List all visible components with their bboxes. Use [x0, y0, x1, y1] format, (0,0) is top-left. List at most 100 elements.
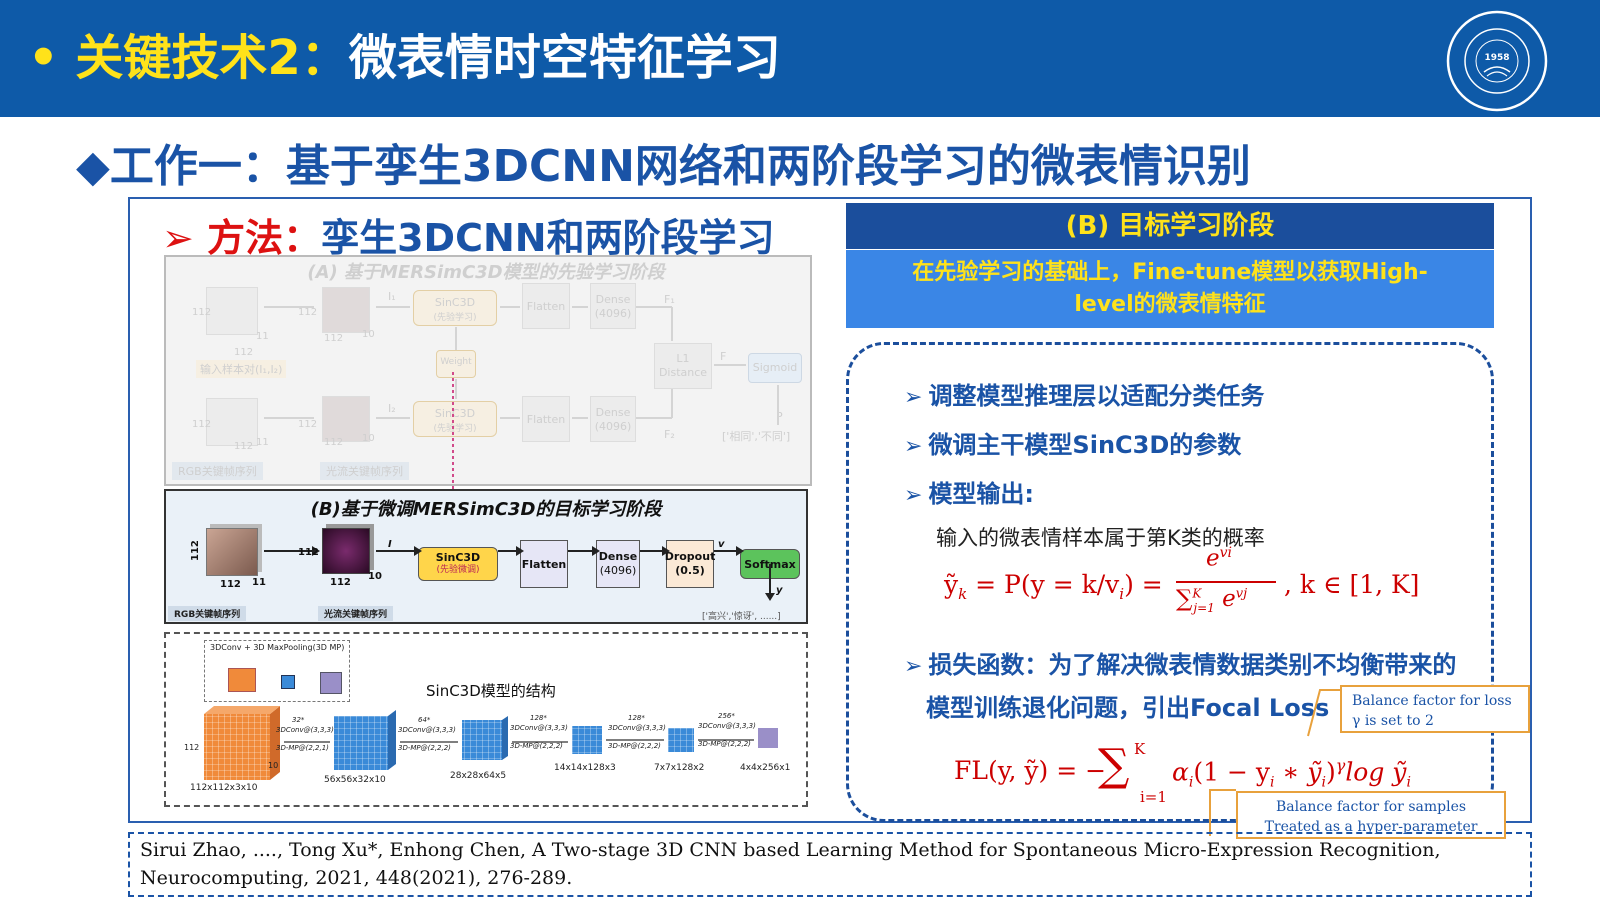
- f1-eq: ) =: [1124, 570, 1163, 599]
- panel-c-title: SinC3D模型的结构: [426, 682, 556, 700]
- f1-range: , k ∈ [1, K]: [1284, 570, 1420, 599]
- bullet-arrow-icon: ➢: [904, 483, 923, 508]
- subtitle-text: 基于孪生3DCNN网络和两阶段学习的微表情识别: [285, 141, 1251, 192]
- focal-loss-sum-bottom: i=1: [1140, 788, 1167, 806]
- main-content-box: [128, 197, 1532, 823]
- edge-10: 10: [268, 761, 278, 770]
- panel-a-dim11-bottom: 11: [256, 437, 269, 448]
- slide-title: • 关键技术2：微表情时空特征学习: [28, 18, 781, 88]
- bullet-arrow-icon: ➢: [904, 654, 923, 679]
- edge-112: 112: [184, 743, 199, 752]
- panel-a-dim112-top-w: 112: [234, 347, 253, 358]
- f1-den-esup: vj: [1235, 586, 1248, 602]
- subtitle-prefix: ◆工作一：: [76, 141, 286, 192]
- panel-b-dim112-flow-h: 112: [298, 547, 319, 558]
- size-label-5: 7x7x128x2: [654, 763, 704, 773]
- panel-b-flow-label: 光流关键帧序列: [318, 606, 394, 621]
- panel-b-sinc3d-sub: (先验微调): [436, 565, 480, 575]
- panel-b-v-label: v: [718, 539, 725, 550]
- panel-a-dense-top-sub: (4096): [594, 307, 632, 320]
- f1-den-e: e: [1214, 586, 1236, 612]
- panel-a-p-label: P: [776, 410, 783, 423]
- legend-purple-cube: [320, 672, 342, 694]
- f1-num-sup: vi: [1219, 545, 1233, 561]
- size-label-2: 56x56x32x10: [324, 775, 386, 785]
- description-line-2: level的微表情特征: [1074, 292, 1266, 317]
- panel-b-sinc3d-box: SinC3D (先验微调): [418, 547, 498, 581]
- conv-1: 3DConv@(3,3,3): [276, 726, 334, 734]
- panel-b-i-label: I: [388, 539, 392, 550]
- panel-a-f-label: F: [720, 350, 727, 363]
- panel-a-rgb-label: RGB关键帧序列: [172, 462, 263, 480]
- title-yellow: 关键技术2：: [75, 30, 349, 86]
- panel-a-dim112-flow-top-w: 112: [324, 333, 343, 344]
- panel-a-dim10-top: 10: [362, 329, 375, 340]
- panel-a-title: (A) 基于MERSimC3D模型的先验学习阶段: [307, 262, 665, 283]
- panel-b-y-label: y: [776, 585, 783, 596]
- panel-a-dense-bottom: [590, 396, 636, 442]
- bullet-4-text-b: 模型训练退化问题，引出Focal Loss: [926, 694, 1330, 722]
- f1-den-sum: ∑: [1176, 586, 1193, 612]
- panel-a-dim11-top: 11: [256, 331, 269, 342]
- panel-a-sinc3d-bottom-label: SinC3D: [434, 407, 476, 420]
- filter-1: 32*: [292, 716, 305, 724]
- method-text: 孪生3DCNN和两阶段学习: [321, 216, 775, 260]
- panel-a-flatten-bottom: [522, 396, 570, 442]
- mp-4: 3D-MP@(2,2,2): [608, 742, 661, 750]
- focal-loss-sum-top: K: [1134, 740, 1146, 758]
- fl-rest-sub: i: [1270, 774, 1275, 791]
- panel-a-flatten-top-label: Flatten: [526, 300, 566, 313]
- reference-citation: Sirui Zhao, ...., Tong Xu*, Enhong Chen,…: [128, 832, 1532, 897]
- callout-gamma-line-2: γ is set to 2: [1352, 713, 1434, 729]
- mp-3: 3D-MP@(2,2,2): [510, 742, 563, 750]
- panel-a-dim112-flow-top: 112: [298, 307, 317, 318]
- f1-fraction-bar: [1176, 581, 1276, 583]
- face-image-top: [206, 287, 258, 335]
- bullet-arrow-icon: ➢: [904, 434, 923, 459]
- f1-denominator: ∑Kj=1 evj: [1176, 586, 1247, 615]
- f1-mid: = P(y = k/v: [967, 570, 1120, 599]
- fl-log-sub: i: [1406, 774, 1411, 791]
- callout-gamma: Balance factor for loss γ is set to 2: [1340, 685, 1530, 733]
- target-stage-header: (B) 目标学习阶段: [846, 203, 1494, 249]
- filter-5: 256*: [718, 712, 735, 720]
- details-dashed-box: [846, 342, 1494, 822]
- f1-num-e: e: [1206, 545, 1220, 572]
- panel-a-sigmoid-label: Sigmoid: [752, 361, 798, 374]
- size-label-3: 28x28x64x5: [450, 771, 506, 781]
- panel-a-sigmoid-box: [748, 353, 802, 383]
- panel-a-sinc3d-bottom: [413, 401, 497, 437]
- fl-rest: (1 − y: [1193, 757, 1270, 787]
- title-bullet: •: [28, 30, 59, 86]
- panel-a-f1-label: F₁: [664, 293, 675, 306]
- panel-b-dense-sub: (4096): [599, 564, 637, 577]
- panel-a-dim112-bottom-w: 112: [234, 441, 253, 452]
- legend-box: [204, 640, 350, 702]
- f1-lhs: ỹ: [944, 570, 959, 599]
- panel-a-dim112-top: 112: [192, 307, 211, 318]
- callout-alpha-line-2: Treated as a hyper-parameter: [1264, 819, 1478, 835]
- filter-4: 128*: [628, 714, 645, 722]
- bullet-arrow-icon: ➢: [904, 385, 923, 410]
- fl-rest3: ): [1325, 757, 1336, 787]
- softmax-formula: ỹk = P(y = k/vi) =: [944, 570, 1163, 603]
- panel-b-dense-label: Dense: [598, 550, 638, 563]
- filter-3: 128*: [530, 714, 547, 722]
- method-label: 方法：: [207, 216, 322, 260]
- focal-loss-sum: ∑: [1098, 740, 1130, 791]
- panel-b-dropout-box: Dropout (0.5): [665, 540, 715, 588]
- f1-sub-k: k: [958, 585, 968, 603]
- panel-a-dim112-flow-bottom-w: 112: [324, 437, 343, 448]
- panel-a-dense-top: [590, 283, 636, 329]
- panel-b-flatten-label: Flatten: [521, 557, 567, 571]
- conv-3: 3DConv@(3,3,3): [510, 724, 568, 732]
- panel-b-class-labels: ['高兴','惊讶', ......]: [702, 612, 781, 622]
- bullet-1-text: 调整模型推理层以适配分类任务: [928, 382, 1265, 410]
- legend-text: 3DConv + 3D MaxPooling(3D MP): [210, 643, 345, 652]
- panel-c-layer-diagram: 112x112x3x10 56x56x32x10 28x28x64x5 14x1…: [184, 706, 790, 793]
- panel-a-l1-distance-box: [654, 343, 712, 389]
- bullet-model-output: ➢模型输出:: [904, 474, 1034, 509]
- bullet-2-text: 微调主干模型SinC3D的参数: [928, 431, 1242, 459]
- f1-den-sup: K: [1192, 586, 1202, 601]
- f1-den-sub: j=1: [1193, 600, 1215, 615]
